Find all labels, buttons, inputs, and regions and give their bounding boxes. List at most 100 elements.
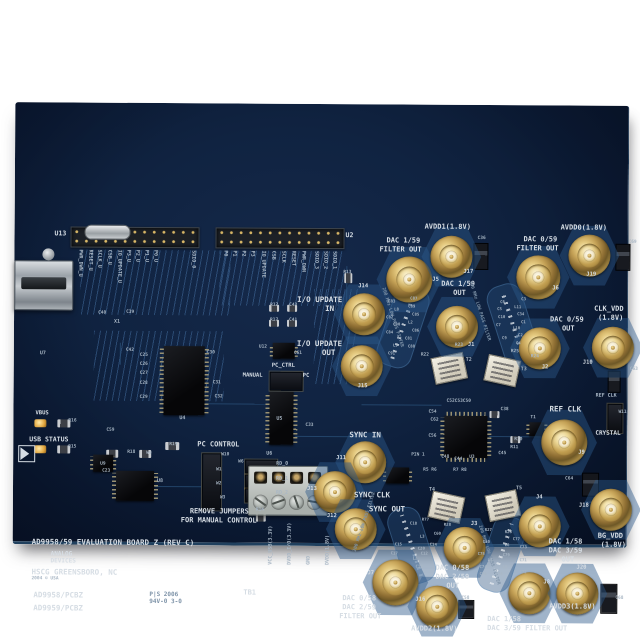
silkscreen-label: REF CLK [549,404,582,414]
silkscreen-label: J11 [336,455,347,462]
silkscreen-label: C33 [305,422,314,428]
silkscreen-label: W10 [221,452,230,458]
silkscreen-label: C17 [390,550,398,556]
silkscreen-label: SDIO_2 [322,251,329,270]
pin-headers-group [15,102,628,250]
silkscreen-label: T2 [465,356,472,363]
silkscreen-label: GND [305,555,312,565]
silkscreen-label: SYNC IN [349,430,381,440]
silkscreen-label: C73 [519,544,527,550]
silkscreen-label: C34 [517,311,525,317]
silkscreen-label: DAC 0/59 [550,315,584,324]
sma-center-pin [536,275,541,280]
silkscreen-label: C25 [139,352,148,358]
silkscreen-label: SDIO_1 [331,251,338,270]
sma-center-pin [537,346,542,351]
silkscreen-label: SDIO_0 [190,250,197,269]
silkscreen-label: L8 [394,306,399,312]
silkscreen-label: W2 [216,481,222,487]
silkscreen-label: C81 [404,335,413,341]
silkscreen-label: R22 [420,352,429,358]
silkscreen-label: CRYSTAL [595,429,621,437]
silkscreen-label: TB1 [243,588,257,597]
trace-line [119,342,121,365]
silkscreen-label: C38 [500,407,509,413]
silkscreen-label: J13 [306,485,317,492]
silkscreen-label: J19 [586,271,597,278]
silkscreen-label: R24 [530,354,539,360]
sma-body [516,255,561,300]
silkscreen-label: C42 [125,347,134,353]
silkscreen-label: C88 [407,343,416,349]
silkscreen-label: REMOVE JUMPERS [189,507,249,516]
silkscreen-label: C9 [501,335,507,341]
silkscreen-label: L5 [502,564,508,570]
silkscreen-label: J9 [578,449,585,456]
silkscreen-label: VBUS [35,410,49,417]
ic-chip [272,342,295,359]
sma-center-pin [359,364,364,369]
silkscreen-label: C23 [102,468,111,474]
silkscreen-label: R26 [504,529,512,535]
terminal-hole [290,471,304,484]
sma-center-pin [527,591,532,596]
silkscreen-label: C12 [420,550,428,556]
pcb-board: AD9958/59 EVALUATION BOARD Z (REV C)ANAL… [12,102,638,633]
silkscreen-label: DAC 3/59 [548,546,583,555]
silkscreen-label: AVDD1(1.8V) [424,222,471,231]
silkscreen-label: P1 [231,250,238,257]
silkscreen-label: C54 [428,409,437,415]
silkscreen-label: PWR_DWN_U [77,249,84,277]
silkscreen-label: R17 [270,317,279,323]
silkscreen-label: C52C53C50 [446,398,471,404]
sma-center-pin [393,580,398,585]
silkscreen-label: C28 [139,380,148,386]
silkscreen-label: C85 [412,311,420,317]
silkscreen-group: AD9958/59 EVALUATION BOARD Z (REV C)ANAL… [15,102,638,633]
silkscreen-label: CLK_VDD [594,304,624,313]
silkscreen-label: C69 [628,239,637,245]
silkscreen-label: C3 [521,296,527,302]
silkscreen-label: (1.8V) [598,313,624,322]
trace-line [205,403,268,405]
silkscreen-label: MANUAL [242,372,263,379]
silkscreen-label: T5 [515,485,523,492]
silkscreen-label: C2 [517,332,523,338]
silkscreen-label: J14 [358,283,369,290]
silkscreen-label: DAC 0/58 [435,563,470,572]
sma-center-pin [610,345,615,350]
sma-center-pin [587,253,592,258]
silkscreen-label: AVDD2(1.8V) [411,624,458,633]
silkscreen-label: VCC_USB(3.3V) [267,525,274,565]
silkscreen-label: RESET [290,250,297,266]
silkscreen-label: U13 [54,229,67,238]
silkscreen-label: DAC 1/59 [386,236,421,245]
sma-center-pin [537,524,542,529]
silkscreen-label: PWR_DWN [300,250,307,272]
sma-center-pin [332,489,338,495]
silkscreen-label: R7 R8 [453,467,467,473]
silkscreen-label: C74 [479,563,487,570]
silkscreen-label: C15 [394,541,402,547]
sma-connector [541,419,587,465]
silkscreen-label: J1 [467,341,475,348]
silkscreen-label: C58 [461,595,470,601]
sma-body [416,585,459,628]
analog-devices-logo-icon [18,445,36,463]
silkscreen-label: C56 [428,433,437,439]
silkscreen-label: C29 [139,394,148,400]
silkscreen-label: I/O UPDATE [296,338,343,349]
usb-mount-tab [42,248,55,261]
sma-center-pin [361,312,367,317]
silkscreen-label: C39 [126,309,135,315]
silkscreen-label: U9 [100,461,106,467]
silkscreen-label: U6 [266,450,273,457]
silkscreen-label: C72 [519,569,527,575]
silkscreen-label: J16 [415,596,426,603]
silkscreen-label: C68 [615,595,624,601]
jumper-block [269,371,303,391]
sma-center-pin [561,440,567,445]
silkscreen-label: C7 [495,322,501,328]
sma-connector [592,327,634,369]
sma-center-pin [454,324,460,329]
